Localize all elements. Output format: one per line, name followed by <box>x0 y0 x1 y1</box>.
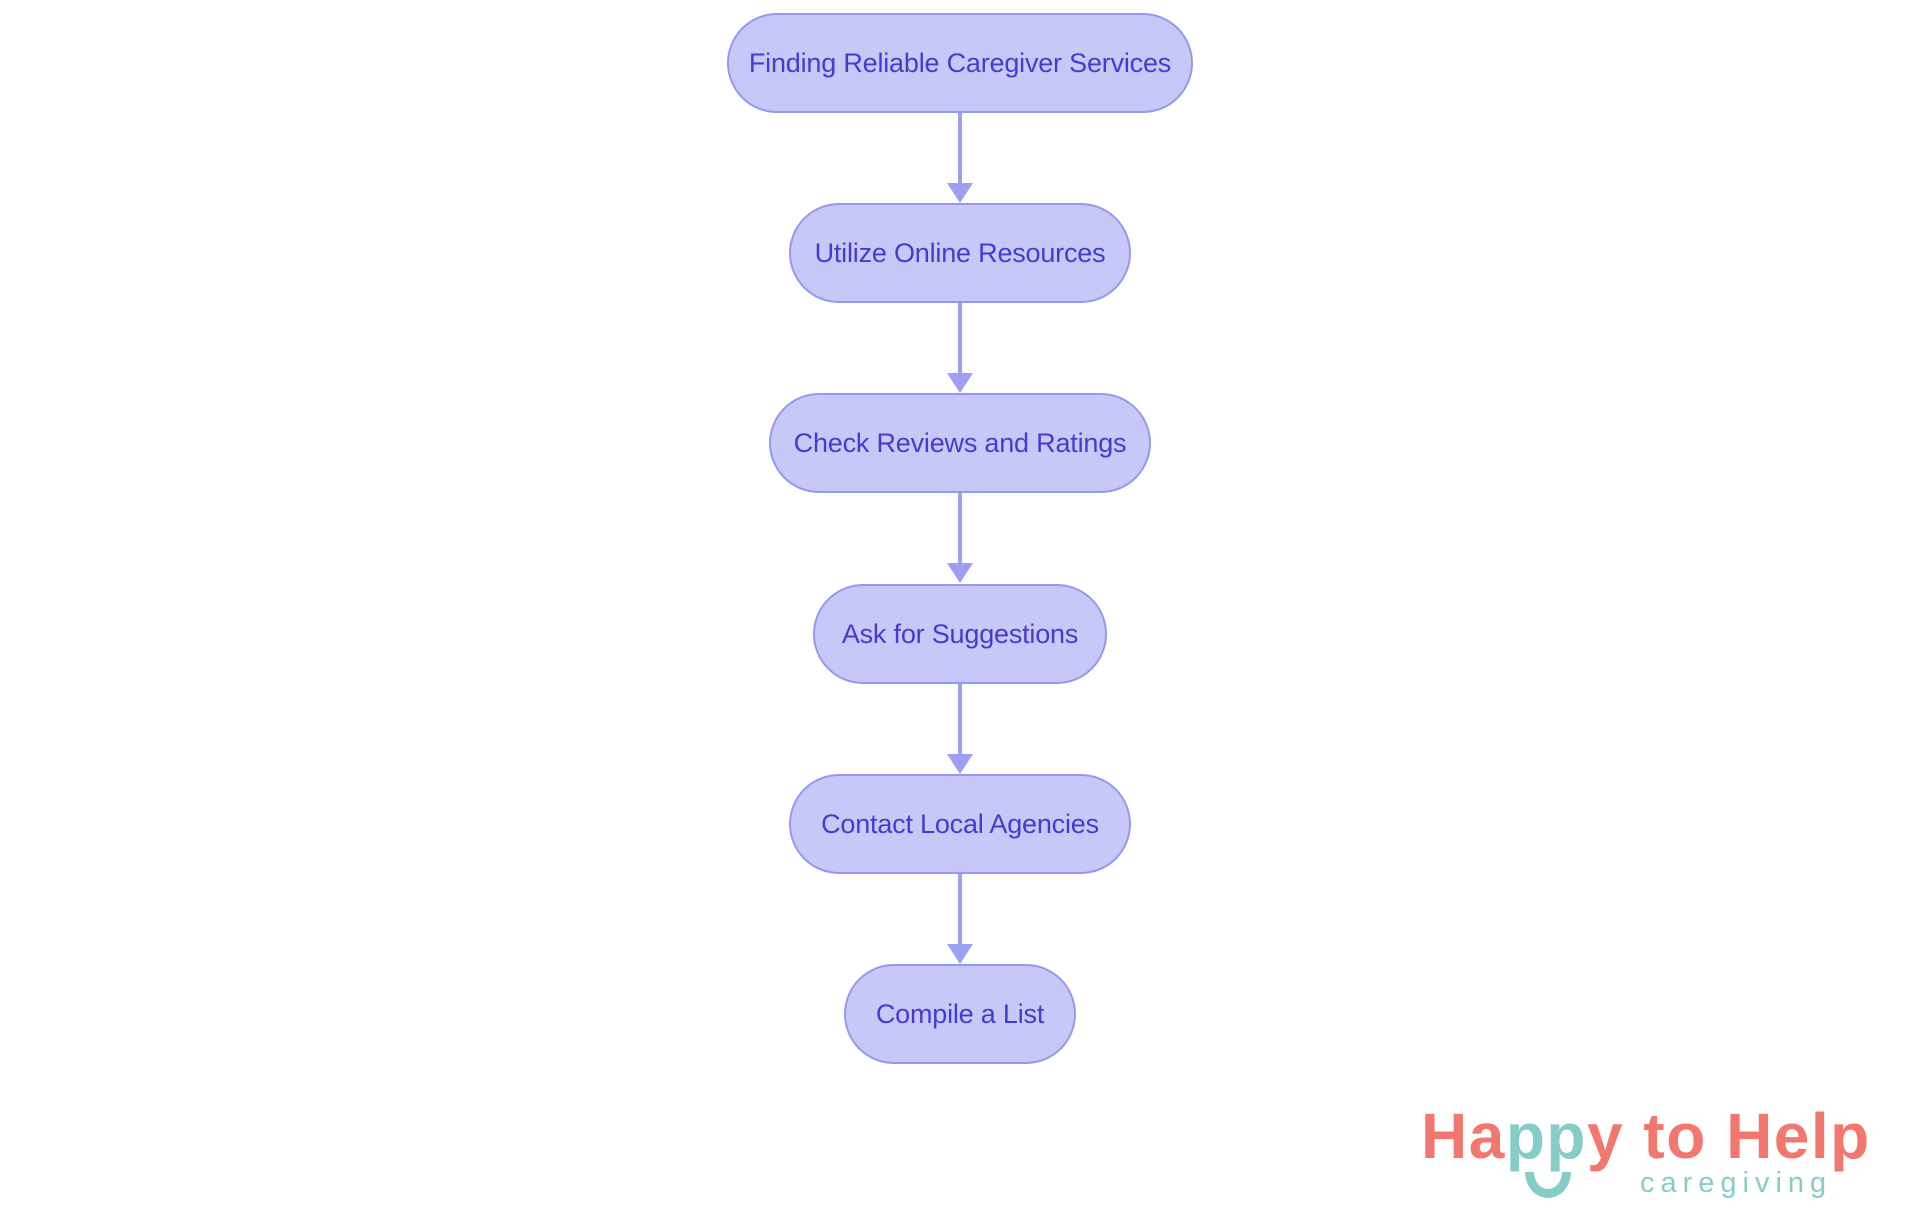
node-label: Check Reviews and Ratings <box>793 427 1127 458</box>
arrow-head-icon <box>947 754 973 774</box>
node-label: Compile a List <box>875 998 1045 1029</box>
arrow-head-icon <box>947 183 973 203</box>
flow-node-finding-reliable-caregiver-services: Finding Reliable Caregiver Services <box>727 13 1193 113</box>
arrow-head-icon <box>947 373 973 393</box>
flow-node-ask-for-suggestions: Ask for Suggestions <box>813 584 1107 684</box>
flow-arrow-3 <box>947 493 973 583</box>
happy-to-help-logo: Happy to Help caregiving <box>1421 1104 1891 1214</box>
arrow-stem <box>958 113 962 184</box>
flow-arrow-4 <box>947 684 973 774</box>
flow-arrow-5 <box>947 874 973 964</box>
node-label: Ask for Suggestions <box>841 618 1079 649</box>
logo-title-part: pp <box>1505 1100 1587 1172</box>
flow-node-utilize-online-resources: Utilize Online Resources <box>789 203 1131 303</box>
logo-tagline: caregiving <box>1640 1167 1833 1199</box>
flow-arrow-2 <box>947 303 973 393</box>
arrow-stem <box>958 303 962 374</box>
logo-title-part: Ha <box>1421 1100 1506 1172</box>
flow-arrow-1 <box>947 113 973 203</box>
flow-node-contact-local-agencies: Contact Local Agencies <box>789 774 1131 874</box>
node-label: Contact Local Agencies <box>821 808 1099 839</box>
node-label: Utilize Online Resources <box>814 237 1106 268</box>
arrow-stem <box>958 684 962 755</box>
node-label: Finding Reliable Caregiver Services <box>748 47 1172 78</box>
logo-title-part: y to Help <box>1587 1100 1871 1172</box>
arrow-stem <box>958 874 962 945</box>
logo-title: Happy to Help <box>1421 1104 1891 1168</box>
flow-node-check-reviews-and-ratings: Check Reviews and Ratings <box>769 393 1151 493</box>
smile-icon <box>1525 1172 1571 1198</box>
arrow-stem <box>958 493 962 564</box>
arrow-head-icon <box>947 944 973 964</box>
flow-node-compile-a-list: Compile a List <box>844 964 1076 1064</box>
arrow-head-icon <box>947 563 973 583</box>
